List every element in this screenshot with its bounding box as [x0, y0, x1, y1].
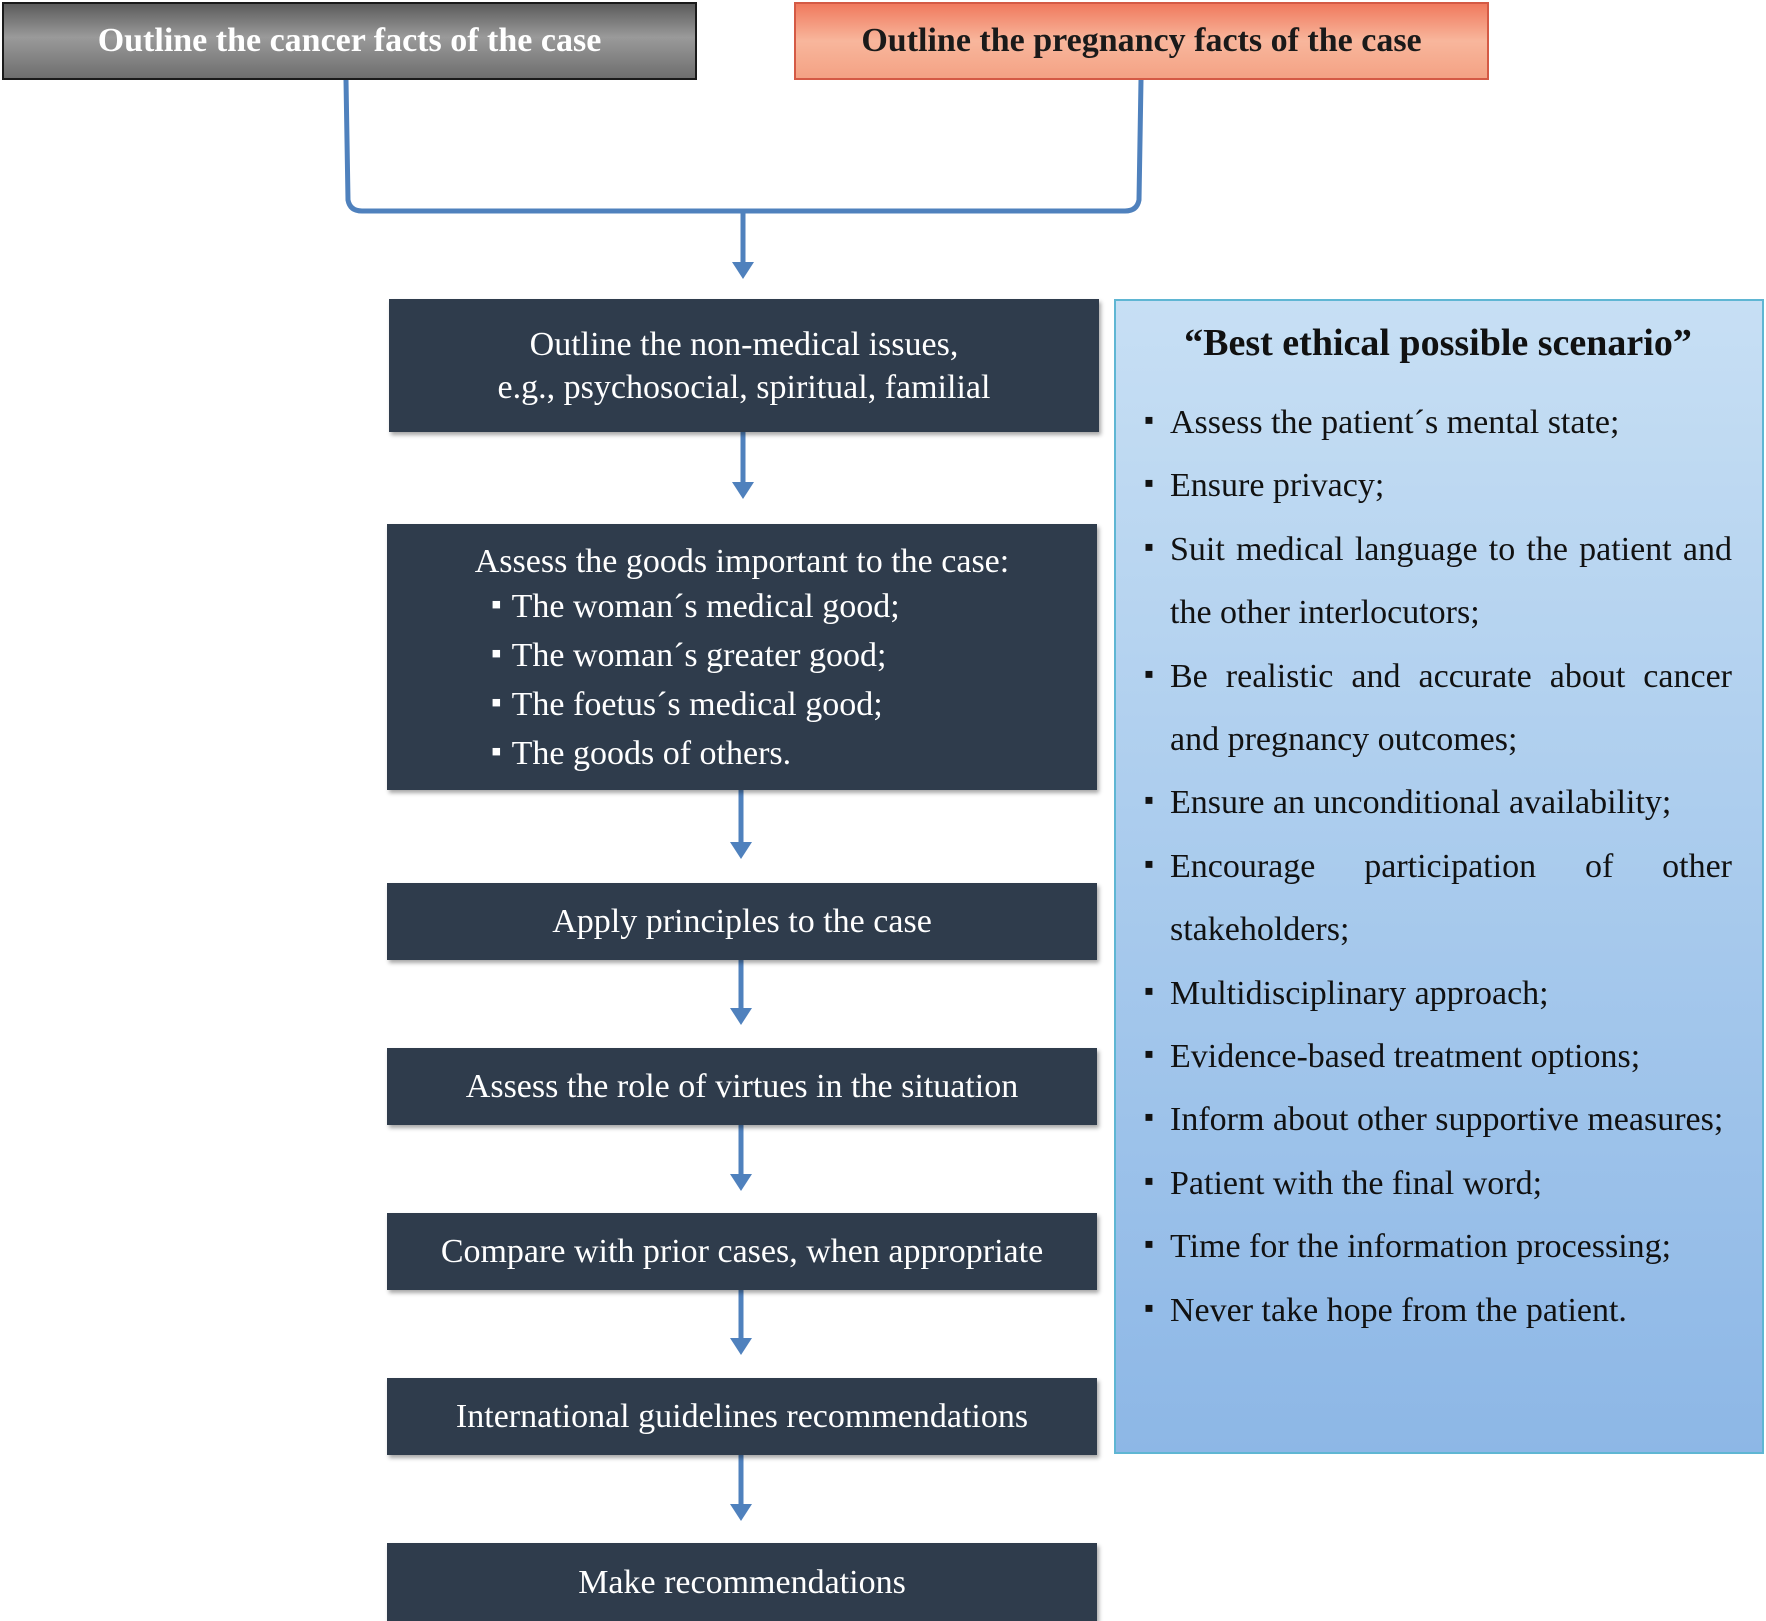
scenario-item: Time for the information processing;: [1144, 1213, 1732, 1278]
cancer-facts-box: Outline the cancer facts of the case: [2, 2, 697, 80]
goods-item: The woman´s medical good;: [491, 583, 900, 632]
guidelines-label: International guidelines recommendations: [455, 1398, 1029, 1435]
scenario-item: Be realistic and accurate about cancer a…: [1144, 643, 1732, 772]
scenario-item: Suit medical language to the patient and…: [1144, 516, 1732, 645]
pregnancy-facts-box: Outline the pregnancy facts of the case: [794, 2, 1489, 80]
step-international-guidelines: International guidelines recommendations: [387, 1378, 1097, 1455]
scenario-item: Inform about other supportive measures;: [1144, 1086, 1732, 1151]
goods-item: The goods of others.: [491, 730, 900, 779]
arrowhead-5: [730, 1174, 752, 1191]
scenario-item: Patient with the final word;: [1144, 1150, 1732, 1215]
scenario-item: Ensure privacy;: [1144, 452, 1732, 517]
cancer-facts-label: Outline the cancer facts of the case: [97, 22, 602, 59]
step-assess-goods: Assess the goods important to the case: …: [387, 524, 1097, 790]
scenario-item: Evidence-based treatment options;: [1144, 1023, 1732, 1088]
arrowhead-3: [730, 842, 752, 859]
step-apply-principles: Apply principles to the case: [387, 883, 1097, 960]
arrowhead-7: [730, 1504, 752, 1521]
scenario-list: Assess the patient´s mental state; Ensur…: [1144, 389, 1732, 1342]
step-non-medical-issues: Outline the non-medical issues, e.g., ps…: [389, 299, 1099, 432]
merge-bracket: [343, 79, 1144, 214]
arrowhead-6: [730, 1338, 752, 1355]
scenario-item: Encourage participation of other stakeho…: [1144, 833, 1732, 962]
arrowhead-2: [732, 482, 754, 499]
goods-item: The foetus´s medical good;: [491, 681, 900, 730]
non-medical-line2: e.g., psychosocial, spiritual, familial: [497, 368, 991, 406]
scenario-title: “Best ethical possible scenario”: [1184, 322, 1692, 364]
best-ethical-scenario-panel: “Best ethical possible scenario” Assess …: [1114, 299, 1764, 1454]
non-medical-line1: Outline the non-medical issues,: [529, 325, 959, 363]
scenario-item: Never take hope from the patient.: [1144, 1277, 1732, 1342]
scenario-item: Multidisciplinary approach;: [1144, 960, 1732, 1025]
goods-heading: Assess the goods important to the case:: [474, 543, 1010, 580]
step-compare-prior-cases: Compare with prior cases, when appropria…: [387, 1213, 1097, 1290]
pregnancy-facts-label: Outline the pregnancy facts of the case: [861, 22, 1422, 59]
prior-cases-label: Compare with prior cases, when appropria…: [440, 1233, 1044, 1270]
principles-label: Apply principles to the case: [552, 903, 932, 940]
step-assess-virtues: Assess the role of virtues in the situat…: [387, 1048, 1097, 1125]
goods-item: The woman´s greater good;: [491, 632, 900, 681]
recommendations-label: Make recommendations: [578, 1563, 906, 1601]
arrowhead-1: [732, 262, 754, 279]
goods-list: The woman´s medical good; The woman´s gr…: [491, 583, 900, 779]
virtues-label: Assess the role of virtues in the situat…: [465, 1068, 1019, 1105]
scenario-item: Ensure an unconditional availability;: [1144, 769, 1732, 834]
step-make-recommendations: Make recommendations: [387, 1543, 1097, 1621]
arrowhead-4: [730, 1008, 752, 1025]
scenario-item: Assess the patient´s mental state;: [1144, 389, 1732, 454]
